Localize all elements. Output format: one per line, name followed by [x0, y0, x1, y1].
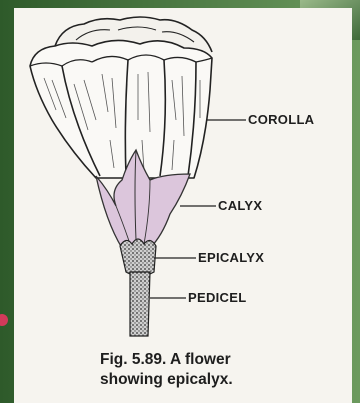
pedicel-drawing [130, 272, 150, 336]
caption-line-1: Fig. 5.89. A flower [100, 350, 350, 370]
caption-line-2: showing epicalyx. [100, 370, 350, 390]
epicalyx-drawing [120, 239, 156, 276]
label-calyx: CALYX [218, 198, 262, 213]
figure-caption: Fig. 5.89. A flower showing epicalyx. [100, 350, 350, 390]
label-corolla: COROLLA [248, 112, 314, 127]
label-epicalyx: EPICALYX [198, 250, 264, 265]
label-pedicel: PEDICEL [188, 290, 246, 305]
